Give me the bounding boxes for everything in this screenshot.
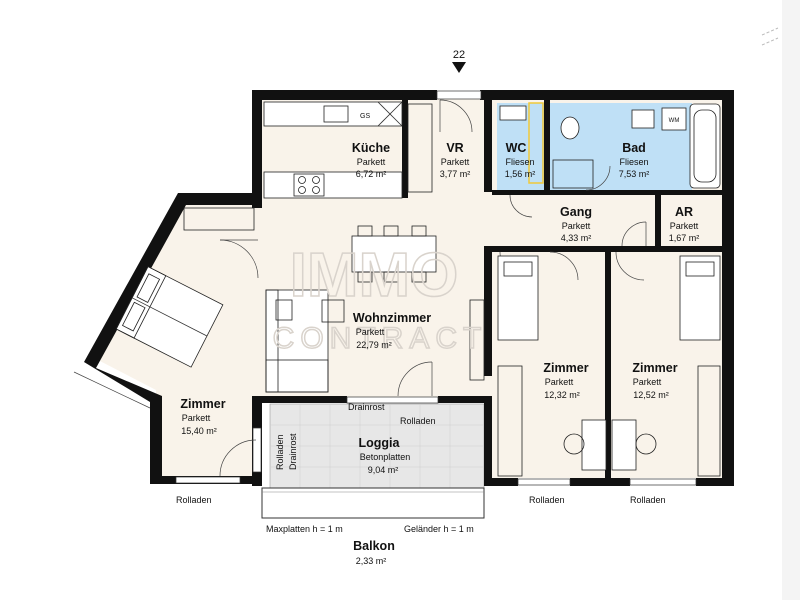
rolladen-label: Rolladen	[529, 495, 565, 505]
edge-mark	[761, 37, 779, 46]
room-kueche: Küche Parkett 6,72 m²	[352, 141, 390, 179]
watermark-line2: CONTRACT	[273, 322, 488, 355]
room-floor: Parkett	[562, 221, 591, 231]
room-name: Bad	[622, 141, 646, 155]
room-balkon: Balkon 2,33 m²	[353, 539, 395, 566]
room-name: Wohnzimmer	[353, 311, 431, 325]
room-floor: Parkett	[182, 413, 211, 423]
room-name: Balkon	[353, 539, 395, 553]
gs-label: GS	[360, 113, 370, 120]
room-zimmer-mid: Zimmer Parkett 12,32 m²	[543, 361, 588, 400]
room-area: 12,52 m²	[633, 390, 669, 400]
room-area: 7,53 m²	[619, 169, 650, 179]
kitchen-furniture: GS	[263, 101, 403, 199]
drainrost-label: Drainrost	[348, 402, 385, 412]
room-area: 15,40 m²	[181, 426, 217, 436]
room-name: Zimmer	[180, 397, 225, 411]
rolladen-label: Rolladen	[400, 416, 436, 426]
walls	[84, 90, 734, 486]
left-room-furniture	[73, 207, 259, 477]
room-area: 12,32 m²	[544, 390, 580, 400]
living-furniture	[265, 225, 485, 397]
room-area: 4,33 m²	[561, 233, 592, 243]
rolladen-label: Rolladen	[630, 495, 666, 505]
room-gang: Gang Parkett 4,33 m²	[560, 205, 592, 243]
room-zimmer-right: Zimmer Parkett 12,52 m²	[632, 361, 677, 400]
room-floor: Parkett	[356, 327, 385, 337]
room-loggia: Loggia Betonplatten 9,04 m²	[359, 436, 411, 475]
entrance-arrow-icon	[452, 62, 466, 73]
gelaender-label: Geländer h = 1 m	[404, 524, 474, 534]
room-area: 9,04 m²	[368, 465, 399, 475]
annotations: Drainrost Rolladen Rolladen Rolladen Rol…	[176, 402, 666, 534]
room-floor: Parkett	[357, 157, 386, 167]
page-edge	[782, 0, 800, 600]
room-name: Gang	[560, 205, 592, 219]
room-area: 1,67 m²	[669, 233, 700, 243]
vr-furniture	[407, 99, 473, 193]
watermark-line1: IMMO	[290, 241, 459, 310]
room-vr: VR Parkett 3,77 m²	[440, 141, 471, 179]
room-wc: WC Fliesen 1,56 m²	[505, 141, 536, 179]
room-zimmer-left: Zimmer Parkett 15,40 m²	[180, 397, 225, 436]
room-area: 3,77 m²	[440, 169, 471, 179]
rolladen-label: Rolladen	[176, 495, 212, 505]
maxplatten-label: Maxplatten h = 1 m	[266, 524, 343, 534]
room-name: Loggia	[359, 436, 401, 450]
room-name: VR	[446, 141, 463, 155]
drainrost-label-vertical: Drainrost	[288, 433, 298, 470]
room-area: 6,72 m²	[356, 169, 387, 179]
room-name: Zimmer	[543, 361, 588, 375]
room-area: 2,33 m²	[356, 556, 387, 566]
room-name: Küche	[352, 141, 390, 155]
entrance-number: 22	[453, 49, 465, 61]
wm-label: WM	[669, 118, 680, 124]
room-name: Zimmer	[632, 361, 677, 375]
room-floor: Parkett	[441, 157, 470, 167]
room-name: WC	[506, 141, 527, 155]
room-floor: Fliesen	[619, 157, 648, 167]
room-bad: Bad Fliesen 7,53 m²	[619, 141, 650, 179]
rolladen-label-vertical: Rolladen	[275, 434, 285, 470]
room-floor: Betonplatten	[360, 452, 411, 462]
room-area: 1,56 m²	[505, 169, 536, 179]
room-floor: Parkett	[545, 377, 574, 387]
room-ar: AR Parkett 1,67 m²	[669, 205, 700, 243]
room-floor: Parkett	[670, 221, 699, 231]
room-wohnzimmer: Wohnzimmer Parkett 22,79 m²	[353, 311, 431, 350]
balkon-outline	[261, 487, 485, 519]
windows	[175, 90, 697, 486]
bathroom-fixtures: WM	[499, 103, 721, 218]
room-floor: Parkett	[633, 377, 662, 387]
edge-mark	[761, 27, 779, 36]
room-name: AR	[675, 205, 693, 219]
room-area: 22,79 m²	[356, 340, 392, 350]
room-floor: Fliesen	[505, 157, 534, 167]
bedroom-furniture	[497, 255, 721, 477]
